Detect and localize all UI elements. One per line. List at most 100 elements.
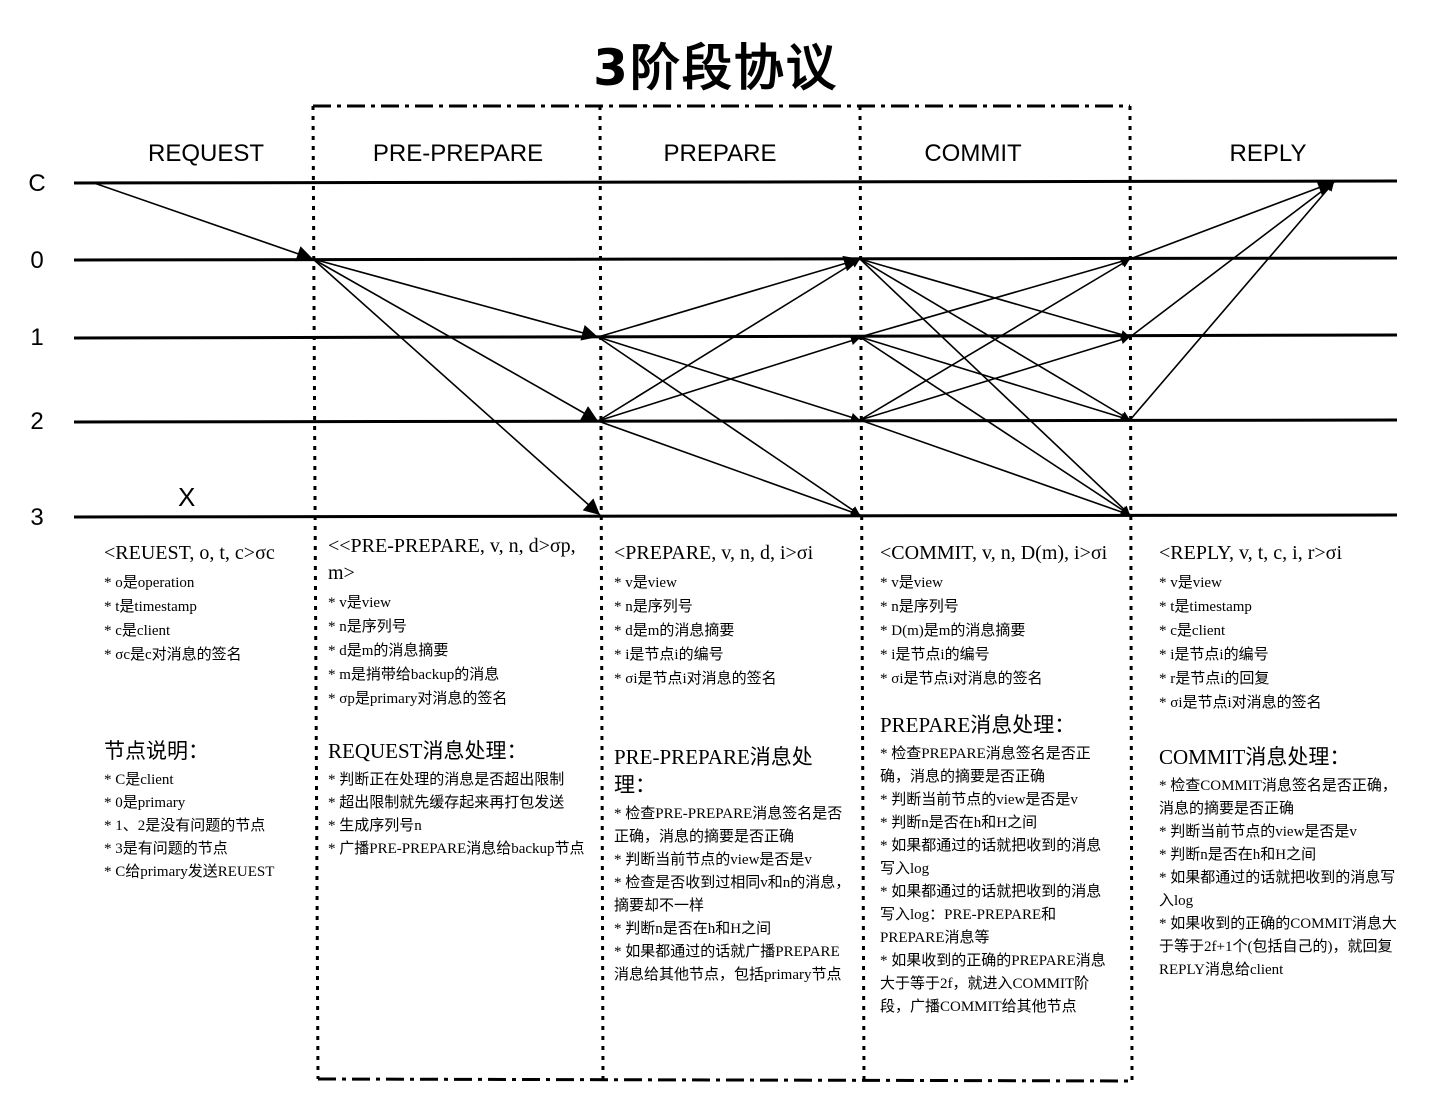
pre-prepare-column: <<PRE-PREPARE, v, n, d>σp, m> * v是view *… — [328, 533, 590, 861]
field-item: * n是序列号 — [614, 599, 693, 615]
field-item: * d是m的消息摘要 — [328, 643, 449, 659]
phase-label-commit: COMMIT — [924, 140, 1022, 167]
message-arrows — [93, 180, 1335, 517]
section-list: * 检查PREPARE消息签名是否正确，消息的摘要是否正确 * 判断当前节点的v… — [880, 743, 1116, 1019]
arrow-prepare — [597, 336, 861, 422]
section-title: PRE-PREPARE消息处理： — [614, 745, 813, 797]
field-item: * v是view — [614, 575, 677, 591]
section-item: * 如果收到的正确的COMMIT消息大于等于2f+1个(包括自己的)，就回复RE… — [1159, 916, 1397, 978]
node-label-client: C — [28, 170, 46, 197]
phase-label-request: REQUEST — [147, 140, 264, 167]
timeline-client — [73, 179, 1398, 185]
field-item: * m是捎带给backup的消息 — [328, 667, 500, 683]
phase-label-reply: REPLY — [1229, 140, 1307, 167]
field-item: * σp是primary对消息的签名 — [328, 691, 508, 707]
field-item: * D(m)是m的消息摘要 — [880, 623, 1026, 639]
field-item: * σi是节点i对消息的签名 — [614, 671, 777, 687]
arrow-commit — [859, 335, 1131, 421]
node-label-1: 1 — [30, 324, 44, 351]
field-item: * σc是c对消息的签名 — [104, 647, 242, 663]
section-item: * 超出限制就先缓存起来再打包发送 — [328, 795, 565, 811]
arrow-commit — [859, 257, 1131, 338]
page-title: 3阶段协议 — [593, 39, 838, 97]
arrow-commit — [859, 258, 1131, 516]
section-item: * 如果都通过的话就广播PREPARE消息给其他节点，包括primary节点 — [614, 944, 842, 983]
section-item: * C是client — [104, 772, 174, 788]
field-item: * r是节点i的回复 — [1159, 671, 1270, 687]
section-item: * 判断当前节点的view是否是v — [880, 792, 1078, 808]
message-format: <REUEST, o, t, c>σc — [104, 542, 275, 564]
faulty-node-mark: X — [178, 482, 196, 512]
section-item: * 如果都通过的话就把收到的消息写入log — [880, 838, 1102, 877]
arrow-pre-prepare — [312, 258, 601, 516]
field-item: * i是节点i的编号 — [614, 647, 724, 663]
phase-label-pre-prepare: PRE-PREPARE — [372, 140, 544, 167]
timeline-node-3 — [73, 513, 1398, 519]
field-item: * v是view — [880, 575, 943, 591]
timeline-node-2 — [73, 418, 1398, 424]
section-item: * 判断n是否在h和H之间 — [614, 921, 772, 937]
field-list: * v是view * n是序列号 * d是m的消息摘要 * m是捎带给backu… — [328, 591, 590, 711]
reply-column: <REPLY, v, t, c, i, r>σi * v是view * t是ti… — [1159, 540, 1399, 982]
commit-column: <COMMIT, v, n, D(m), i>σi * v是view * n是序… — [880, 540, 1116, 1019]
section-item: * 检查PREPARE消息签名是否正确，消息的摘要是否正确 — [880, 746, 1091, 785]
field-item: * o是operation — [104, 575, 195, 591]
field-item: * t是timestamp — [104, 599, 197, 615]
timeline-node-0 — [73, 256, 1398, 262]
section-item: * 检查COMMIT消息签名是否正确，消息的摘要是否正确 — [1159, 778, 1397, 817]
section-item: * C给primary发送REUEST — [104, 864, 275, 880]
section-item: * 广播PRE-PREPARE消息给backup节点 — [328, 841, 585, 857]
phase-boundaries — [311, 104, 1134, 1083]
node-timelines — [73, 179, 1398, 519]
field-item: * σi是节点i对消息的签名 — [1159, 695, 1322, 711]
message-format: <PREPARE, v, n, d, i>σi — [614, 542, 814, 564]
field-item: * d是m的消息摘要 — [614, 623, 735, 639]
section-list: * 检查PRE-PREPARE消息签名是否正确，消息的摘要是否正确 * 判断当前… — [614, 803, 854, 987]
arrow-commit — [859, 336, 1131, 516]
section-item: * 如果都通过的话就把收到的消息写入log：PRE-PREPARE和PREPAR… — [880, 884, 1102, 946]
arrow-reply — [1129, 180, 1335, 260]
boundary-pre-prepare-left — [311, 105, 320, 1080]
arrow-pre-prepare — [312, 258, 599, 341]
section-item: * 判断n是否在h和H之间 — [880, 815, 1038, 831]
arrow-pre-prepare — [312, 258, 599, 422]
section-item: * 判断当前节点的view是否是v — [1159, 824, 1357, 840]
node-label-2: 2 — [30, 408, 44, 435]
section-item: * 生成序列号n — [328, 818, 422, 834]
field-list: * v是view * n是序列号 * D(m)是m的消息摘要 * i是节点i的编… — [880, 571, 1116, 691]
phase-label-prepare: PREPARE — [663, 140, 777, 167]
message-format: <<PRE-PREPARE, v, n, d>σp, m> — [328, 535, 576, 584]
section-title: COMMIT消息处理： — [1159, 745, 1351, 769]
section-title: 节点说明： — [104, 739, 209, 763]
arrow-commit — [859, 258, 1131, 421]
section-item: * 判断正在处理的消息是否超出限制 — [328, 772, 565, 788]
section-item: * 检查是否收到过相同v和n的消息，摘要却不一样 — [614, 875, 851, 914]
request-column: <REUEST, o, t, c>σc * o是operation * t是ti… — [104, 540, 309, 884]
section-item: * 判断n是否在h和H之间 — [1159, 847, 1317, 863]
field-item: * c是client — [104, 623, 171, 639]
message-format: <REPLY, v, t, c, i, r>σi — [1159, 542, 1343, 564]
section-list: * 检查COMMIT消息签名是否正确，消息的摘要是否正确 * 判断当前节点的vi… — [1159, 775, 1399, 982]
arrow-prepare — [597, 258, 861, 422]
boundary-prepare-left — [598, 105, 605, 1081]
node-label-0: 0 — [30, 247, 44, 274]
field-item: * t是timestamp — [1159, 599, 1252, 615]
boundary-commit-left — [858, 105, 866, 1081]
arrow-request — [93, 182, 314, 262]
boundary-commit-right — [1128, 105, 1134, 1082]
boundary-bottom — [317, 1077, 1133, 1083]
field-item: * n是序列号 — [880, 599, 959, 615]
arrow-prepare — [597, 255, 861, 338]
section-title: REQUEST消息处理： — [328, 739, 528, 763]
section-list: * C是client * 0是primary * 1、2是没有问题的节点 * 3… — [104, 769, 309, 884]
arrow-commit — [859, 419, 1131, 517]
field-item: * v是view — [328, 595, 391, 611]
section-list: * 判断正在处理的消息是否超出限制 * 超出限制就先缓存起来再打包发送 * 生成… — [328, 769, 590, 861]
section-title: PREPARE消息处理： — [880, 713, 1076, 737]
section-item: * 3是有问题的节点 — [104, 841, 228, 857]
arrow-prepare — [597, 336, 861, 516]
arrow-prepare — [597, 420, 861, 517]
section-item: * 判断当前节点的view是否是v — [614, 852, 812, 868]
section-item: * 0是primary — [104, 795, 186, 811]
